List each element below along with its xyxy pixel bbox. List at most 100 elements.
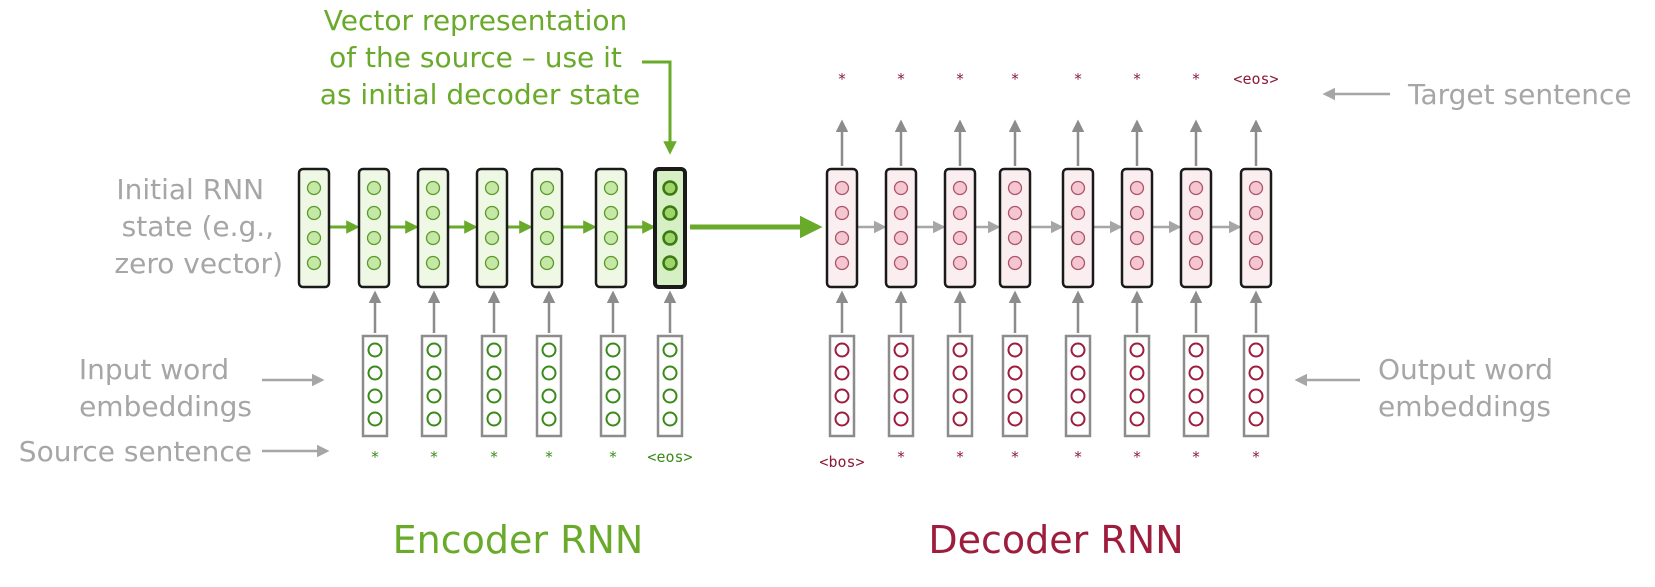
hidden-unit [1070,230,1086,246]
hidden-unit [1007,205,1023,221]
embedding-unit [1070,411,1086,427]
hidden-unit [893,205,909,221]
hidden-unit [603,180,619,196]
hidden-state-box [297,167,331,289]
hidden-unit [603,255,619,271]
source-token: * [544,448,553,466]
hidden-unit [662,180,678,196]
initial-state-label: Initial RNN state (e.g., zero vector) [114,173,283,280]
target-token: * [1132,70,1141,88]
encoder-title: Encoder RNN [393,518,644,562]
embedding-unit [952,365,968,381]
embedding-unit [367,342,383,358]
hidden-state-box [530,167,564,289]
decoder-input-token: <bos> [819,453,864,471]
hidden-unit [893,230,909,246]
decoder-input-token: * [955,448,964,466]
embedding-unit [834,365,850,381]
embedding-unit [541,411,557,427]
encoder-layer: *****<eos> [297,167,693,466]
hidden-unit [425,180,441,196]
hidden-unit [1248,205,1264,221]
embedding-unit [486,342,502,358]
embedding-unit [662,342,678,358]
source-token: * [370,448,379,466]
vector-representation-label: Vector representation of the source – us… [320,4,640,111]
hidden-unit [1129,230,1145,246]
hidden-state-box [1061,167,1095,289]
target-token: * [896,70,905,88]
hidden-unit [1007,230,1023,246]
hidden-unit [1248,180,1264,196]
embedding-unit [1188,388,1204,404]
embedding-unit [605,388,621,404]
hidden-unit [952,205,968,221]
decoder-hidden-state [943,167,977,289]
embedding-unit [662,411,678,427]
encoder-hidden-state [357,167,391,289]
embedding-unit [893,365,909,381]
hidden-unit [484,180,500,196]
decoder-hidden-state [1179,167,1213,289]
target-token: * [1073,70,1082,88]
hidden-unit [539,205,555,221]
hidden-state-box [653,167,687,289]
input-embeddings-label: Input word embeddings [79,353,252,423]
hidden-unit [1129,255,1145,271]
embedding-unit [662,388,678,404]
embedding-unit [1188,342,1204,358]
embedding-unit [605,342,621,358]
hidden-unit [306,230,322,246]
hidden-unit [662,205,678,221]
hidden-unit [1007,180,1023,196]
embedding-unit [952,411,968,427]
decoder-input-token: * [1132,448,1141,466]
hidden-unit [306,255,322,271]
encoder-hidden-state [594,167,628,289]
decoder-layer: <bos>**************<eos> [819,70,1278,471]
embedding-unit [605,365,621,381]
target-token: * [955,70,964,88]
hidden-unit [834,205,850,221]
embedding-unit [1007,411,1023,427]
hidden-unit [425,230,441,246]
embedding-unit [426,411,442,427]
hidden-unit [1188,180,1204,196]
hidden-unit [603,230,619,246]
embedding-unit [893,388,909,404]
decoder-input-token: * [1191,448,1200,466]
embedding-unit [1070,342,1086,358]
hidden-unit [952,180,968,196]
encoder-final-state [653,167,687,289]
hidden-unit [834,255,850,271]
hidden-state-box [416,167,450,289]
decoder-input-token: * [896,448,905,466]
embedding-unit [1007,342,1023,358]
hidden-state-box [943,167,977,289]
embedding-unit [486,411,502,427]
hidden-unit [366,180,382,196]
hidden-unit [1070,180,1086,196]
embedding-unit [426,365,442,381]
embedding-unit [1248,342,1264,358]
output-embeddings-label: Output word embeddings [1378,353,1562,423]
encoder-input-embedding [420,334,448,438]
hidden-unit [425,255,441,271]
embedding-unit [1070,388,1086,404]
decoder-input-embedding [887,334,915,438]
decoder-input-embedding [1064,334,1092,438]
hidden-state-box [998,167,1032,289]
source-token: <eos> [647,448,692,466]
encoder-input-embedding [480,334,508,438]
decoder-hidden-state [1239,167,1273,289]
encoder-hidden-state [530,167,564,289]
target-token: * [1010,70,1019,88]
embedding-unit [1007,365,1023,381]
embedding-unit [486,365,502,381]
embedding-unit [1129,365,1145,381]
decoder-hidden-state [1120,167,1154,289]
hidden-unit [662,255,678,271]
embedding-unit [1129,388,1145,404]
embedding-unit [426,342,442,358]
hidden-unit [1248,255,1264,271]
